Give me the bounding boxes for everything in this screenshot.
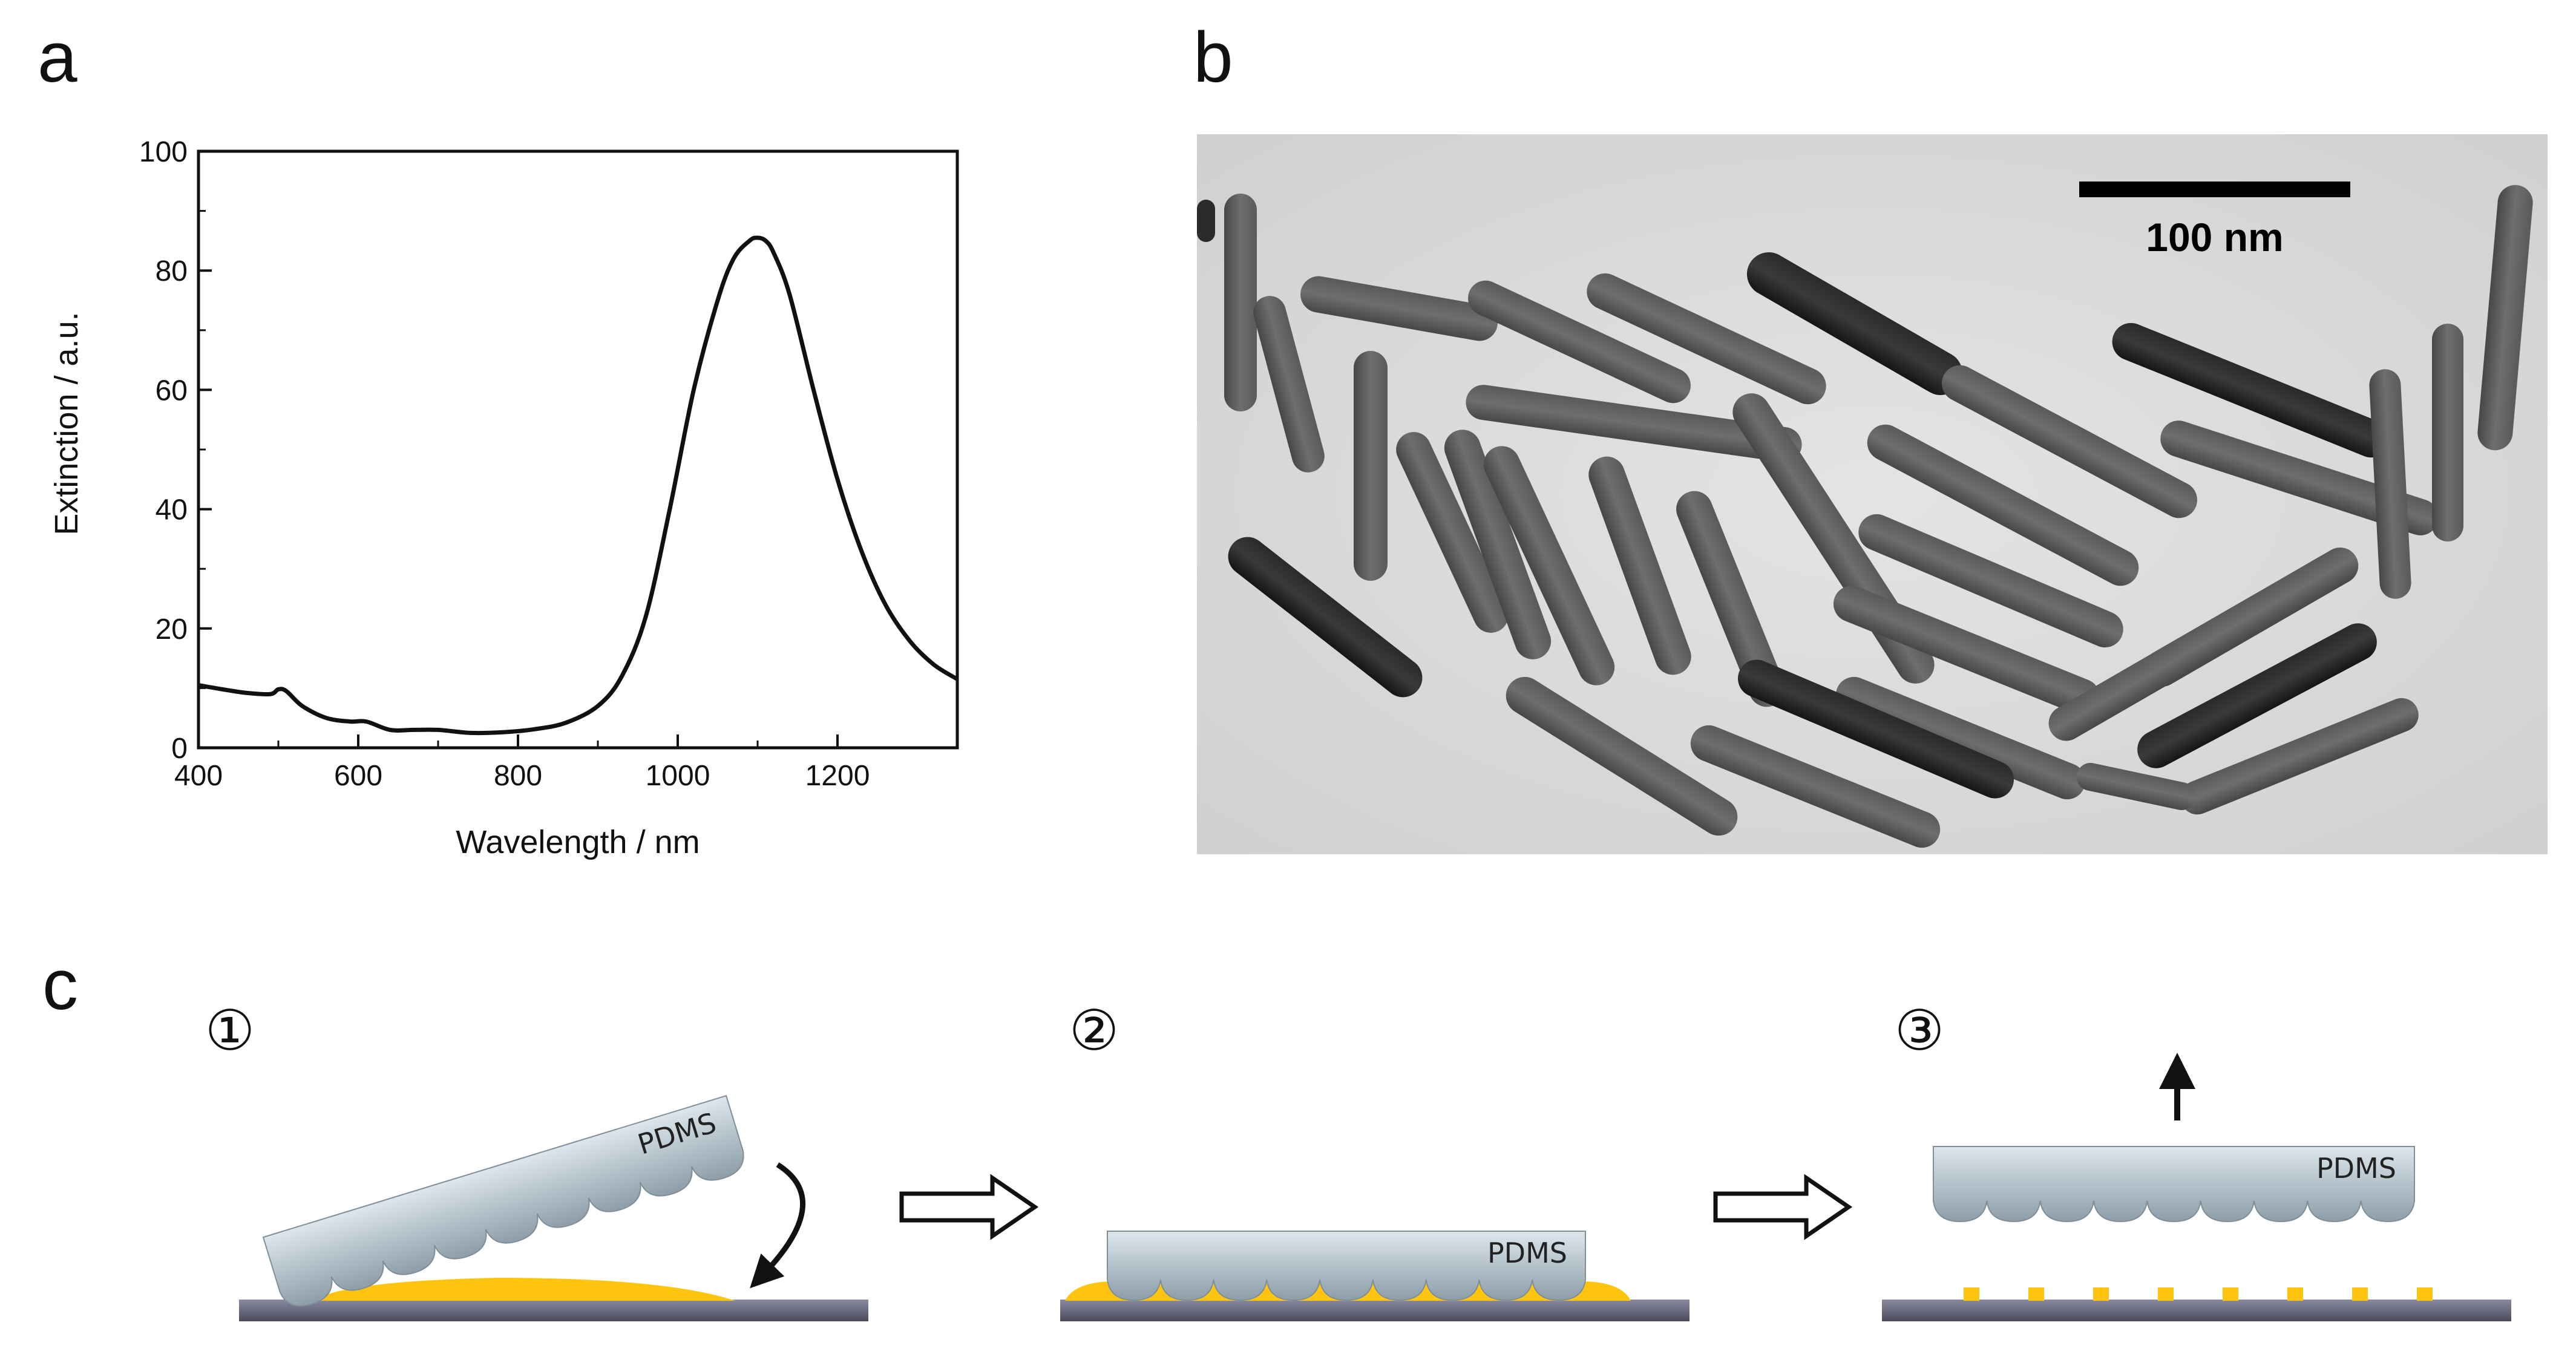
gold-line: [2093, 1287, 2109, 1301]
nanorod: [1738, 659, 2014, 799]
y-tick-label: 40: [156, 494, 188, 526]
gold-line: [2158, 1287, 2174, 1301]
panel-label-c: c: [42, 945, 78, 1025]
nanorod: [1941, 365, 2198, 518]
nanorod: [2137, 623, 2377, 768]
step-1: ① PDMS: [205, 998, 868, 1321]
nanorods: [1197, 185, 2533, 848]
y-tick-label: 100: [139, 136, 188, 168]
nanorod: [2160, 420, 2439, 535]
chart-series: [198, 235, 959, 736]
nanorod: [1468, 280, 1691, 404]
gold-line: [2223, 1287, 2238, 1301]
nanorod: [2112, 322, 2390, 458]
step-1-press-arrow: [750, 1162, 806, 1289]
pdms-body: [1107, 1231, 1586, 1301]
nanorod: [1833, 586, 2100, 715]
nanorod: [1396, 432, 1509, 633]
nanorod: [1444, 430, 1552, 659]
x-tick-label: 1000: [646, 760, 710, 792]
nanorod: [1867, 424, 2139, 586]
step-2: ② PDMS: [1060, 998, 1689, 1321]
y-tick-label: 80: [156, 255, 188, 287]
y-tick-label: 20: [156, 613, 188, 646]
nanorod: [2477, 185, 2533, 451]
nanorod: [2076, 762, 2196, 811]
step-3-gold-lines: [1964, 1287, 2433, 1301]
process-arrow-1: [899, 1174, 1039, 1240]
nanorod: [1588, 456, 1691, 675]
pdms-label: PDMS: [1487, 1237, 1567, 1269]
nanorod: [1466, 385, 1802, 462]
y-tick-label: 60: [156, 374, 188, 407]
pdms-body: [1933, 1146, 2415, 1223]
nanorod: [1483, 446, 1615, 685]
nanorod: [1587, 273, 1826, 405]
pdms-body: [262, 1094, 744, 1307]
step-1-substrate: [239, 1300, 868, 1321]
step-2-pdms-stamp: PDMS: [1107, 1231, 1586, 1301]
nanorod: [1676, 491, 1785, 707]
x-tick-label: 600: [334, 760, 382, 792]
step-2-number: ②: [1069, 998, 1119, 1063]
step-3: ③ PDMS: [1882, 998, 2511, 1321]
y-axis-label: Extinction / a.u.: [48, 312, 85, 535]
x-axis-label: Wavelength / nm: [456, 824, 700, 860]
gold-line: [2028, 1287, 2044, 1301]
nanorod: [1858, 514, 2123, 648]
nanorod: [1690, 725, 1941, 848]
nanorod: [1835, 676, 2086, 800]
nanorod: [2369, 369, 2411, 599]
nanorod: [1506, 676, 1738, 836]
scale-bar: [2079, 182, 2350, 197]
step-1-number: ①: [205, 998, 255, 1063]
tem-image: 100 nm: [1197, 134, 2548, 854]
nanorod: [2048, 590, 2284, 741]
gold-line: [2352, 1287, 2368, 1301]
extinction-series-line: [198, 235, 959, 736]
nanorod: [1228, 537, 1423, 698]
step-3-pdms-stamp: PDMS: [1933, 1146, 2415, 1223]
y-tick-label: 0: [171, 733, 188, 765]
process-arrow-2: [1713, 1174, 1853, 1240]
x-tick-label: 1200: [805, 760, 870, 792]
nanorod: [2180, 698, 2419, 815]
x-tick-label: 800: [494, 760, 542, 792]
step-3-substrate: [1882, 1300, 2511, 1321]
nanorod: [1197, 200, 1215, 242]
pdms-label: PDMS: [2316, 1152, 2396, 1185]
step-1-gold-droplet: [315, 1278, 735, 1301]
panel-label-b: b: [1193, 18, 1233, 97]
nanorod: [1746, 252, 1963, 395]
step-3-number: ③: [1895, 998, 1944, 1063]
panel-label-a: a: [38, 18, 77, 97]
gold-line: [2417, 1287, 2433, 1301]
nanorod: [1300, 276, 1498, 341]
nanorod: [1253, 296, 1325, 473]
x-tick-label: 400: [174, 760, 223, 792]
step-2-substrate: [1060, 1300, 1689, 1321]
nanorod: [1224, 194, 1257, 411]
gold-line: [2287, 1287, 2303, 1301]
gold-line: [1964, 1287, 1979, 1301]
chart-ticks: 400 600 800 1000 1200 0 20 40 60 80 100: [139, 136, 870, 792]
plot-frame: [197, 149, 959, 750]
nanorod: [2432, 324, 2463, 541]
scale-bar-label: 100 nm: [2146, 215, 2283, 260]
nanorod: [1354, 351, 1388, 581]
